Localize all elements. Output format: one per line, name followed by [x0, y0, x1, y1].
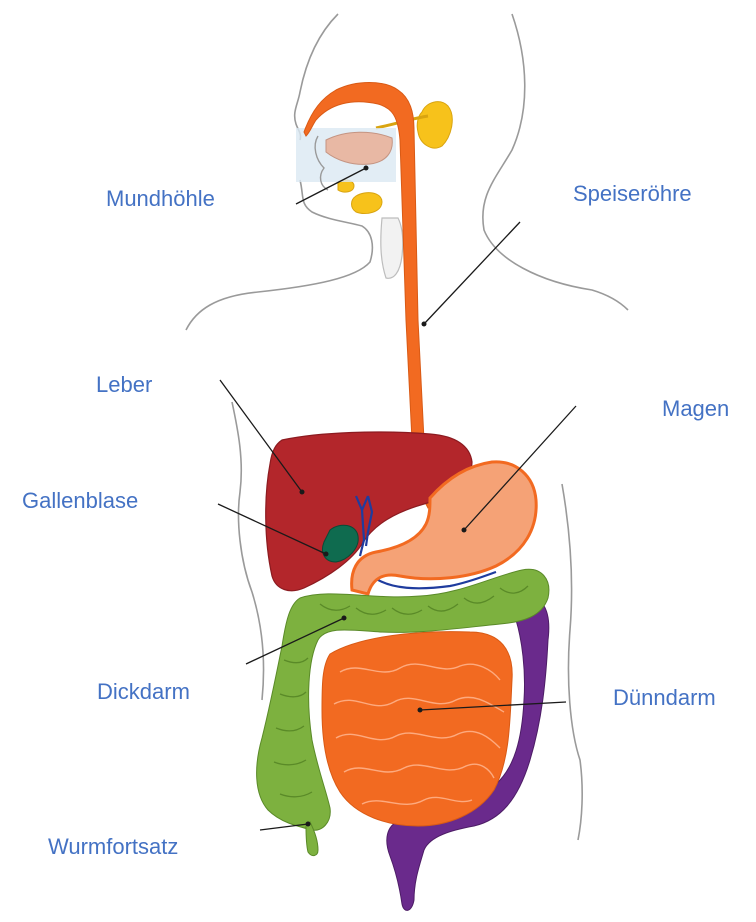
- leader-line-speiseroehre: [424, 222, 520, 324]
- label-wurmfortsatz: Wurmfortsatz: [48, 834, 178, 860]
- label-speiseroehre: Speiseröhre: [573, 181, 692, 207]
- label-leber: Leber: [96, 372, 152, 398]
- label-mundhoehle: Mundhöhle: [106, 186, 215, 212]
- label-gallenblase: Gallenblase: [22, 488, 138, 514]
- trachea: [381, 218, 403, 278]
- mouth-cavity: [296, 128, 396, 190]
- label-magen: Magen: [662, 396, 729, 422]
- label-dickdarm: Dickdarm: [97, 679, 190, 705]
- leader-line-leber: [220, 380, 302, 492]
- label-duenndarm: Dünndarm: [613, 685, 716, 711]
- small-intestine: [322, 632, 512, 826]
